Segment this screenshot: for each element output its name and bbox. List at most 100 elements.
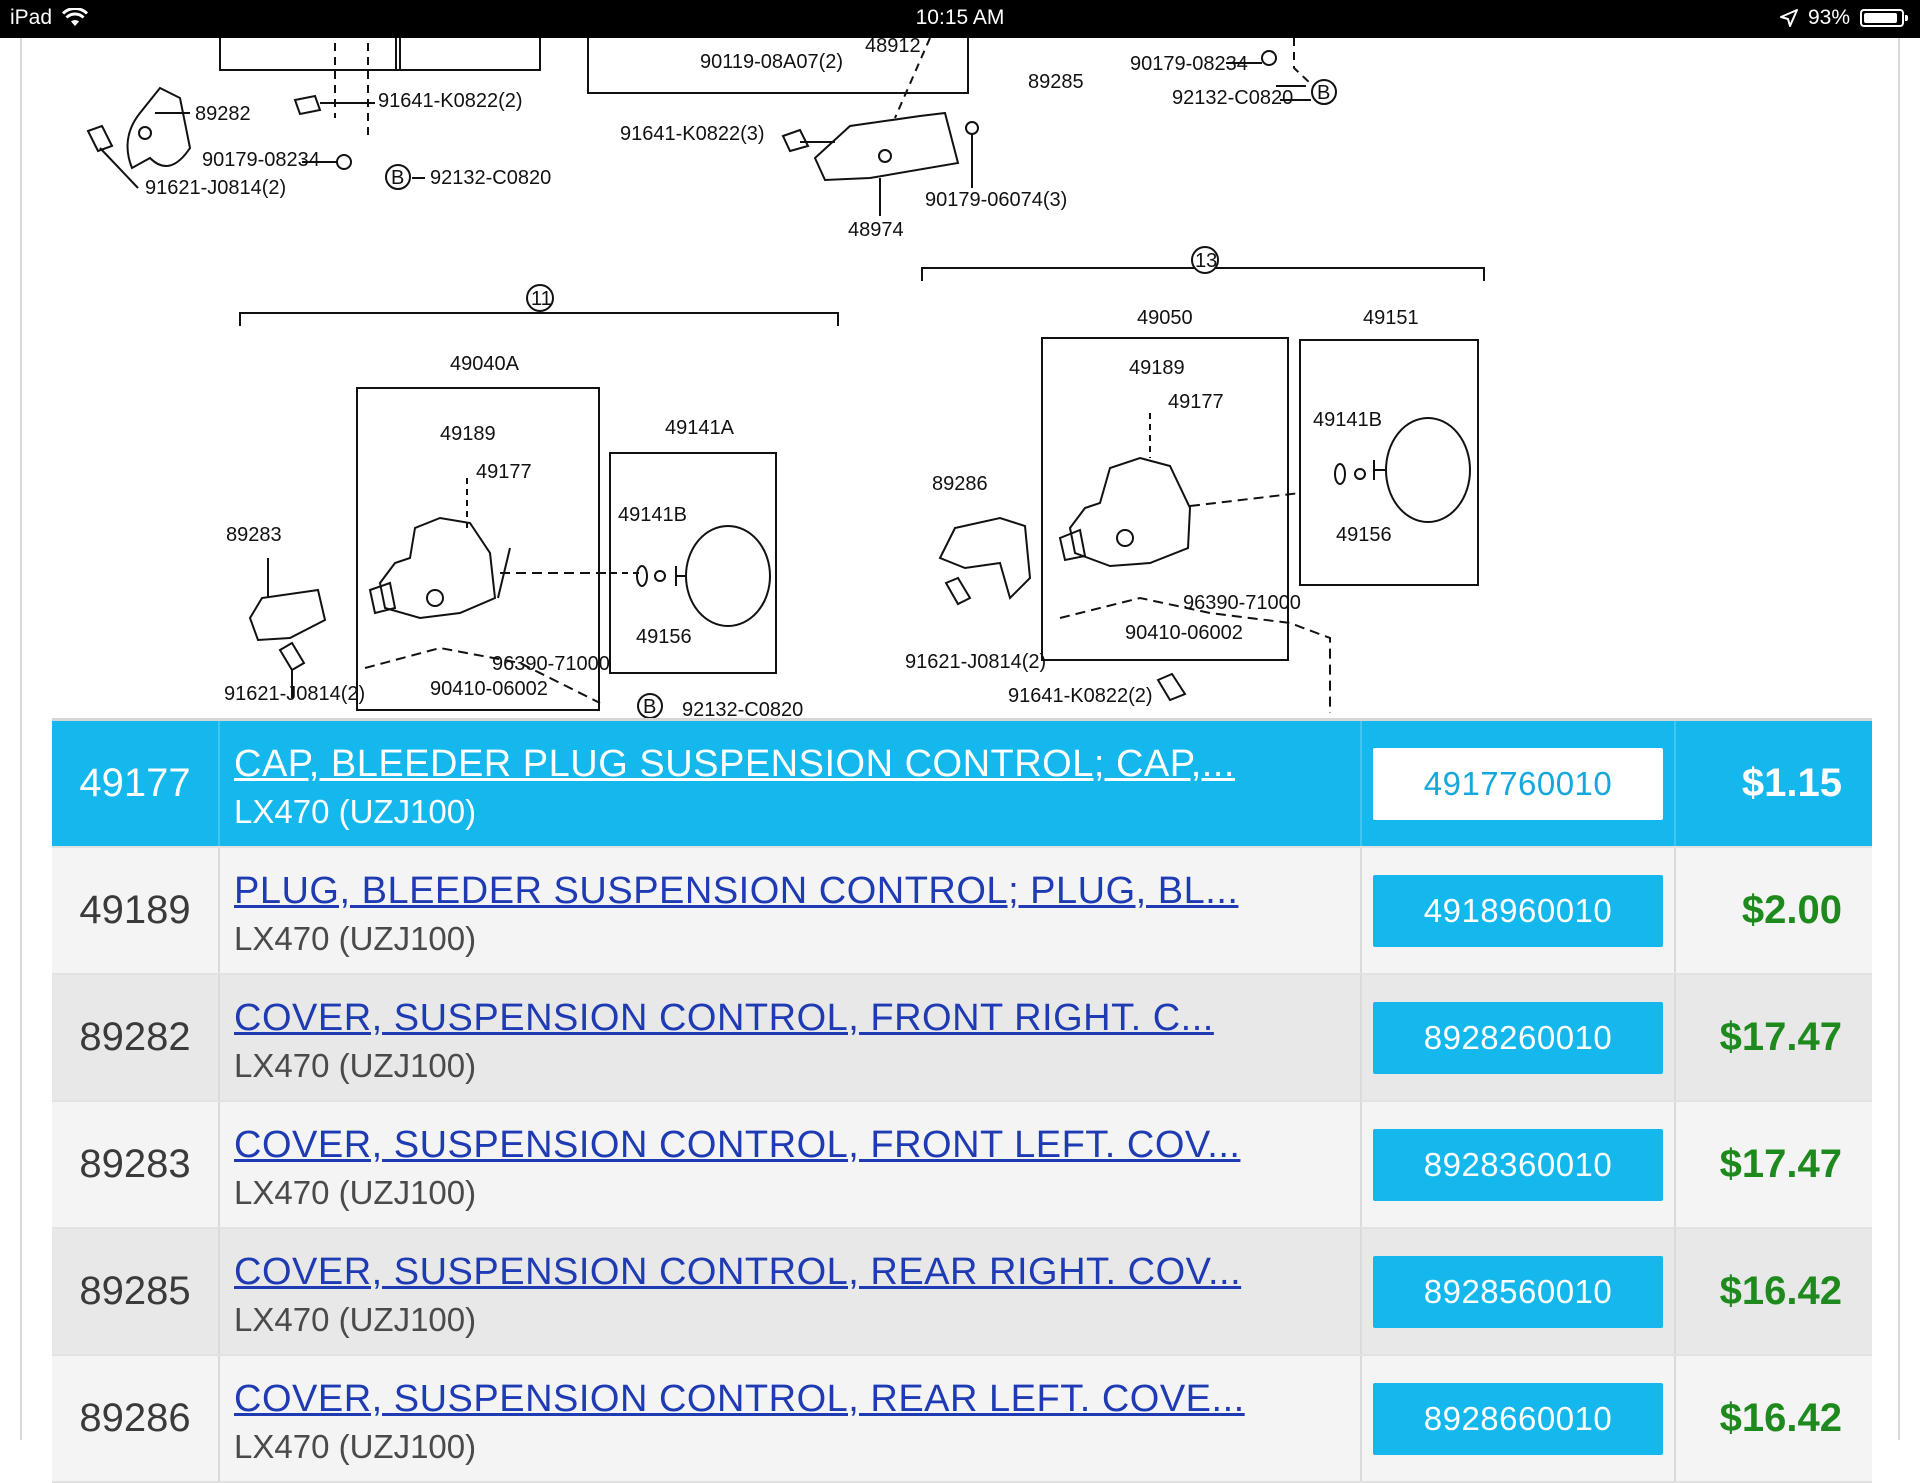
callout: 92132-C0820 (430, 167, 551, 189)
callout: 96390-71000 (492, 653, 610, 675)
battery-icon (1860, 9, 1908, 27)
callout: 49141A (665, 417, 735, 439)
callout: 92132-C0820 (682, 699, 803, 718)
callout: 49050 (1137, 307, 1193, 329)
parts-diagram: 11 13 B B B 89282 91641-K0822(2) 90179-0… (40, 35, 1880, 721)
callout: 90410-06002 (1125, 622, 1243, 644)
callout: 91641-K0822(3) (620, 123, 765, 145)
callout: 49141B (1313, 409, 1382, 431)
ref-number: 89286 (52, 1356, 220, 1481)
price: $17.47 (1719, 1015, 1842, 1059)
callout: 89283 (226, 524, 282, 546)
description-cell: COVER, SUSPENSION CONTROL, FRONT RIGHT. … (220, 975, 1362, 1100)
price: $16.42 (1719, 1396, 1842, 1440)
callout: 49156 (636, 626, 692, 648)
model-label: LX470 (UZJ100) (234, 793, 477, 830)
price: $1.15 (1741, 761, 1842, 805)
callout: 49141B (618, 504, 687, 526)
callout: 91621-J0814(2) (145, 177, 286, 199)
part-number-cell: 4917760010 (1362, 721, 1676, 846)
description-cell: COVER, SUSPENSION CONTROL, REAR RIGHT. C… (220, 1229, 1362, 1354)
table-row[interactable]: 89285 COVER, SUSPENSION CONTROL, REAR RI… (52, 1229, 1872, 1356)
table-row[interactable]: 89283 COVER, SUSPENSION CONTROL, FRONT L… (52, 1102, 1872, 1229)
callout: 89285 (1028, 71, 1084, 93)
part-title-link[interactable]: COVER, SUSPENSION CONTROL, REAR LEFT. CO… (234, 1378, 1245, 1420)
circle-letter-b: B (1317, 82, 1330, 104)
group-label-11: 11 (531, 288, 552, 310)
callout: 92132-C0820 (1172, 87, 1293, 109)
parts-table: 49177 CAP, BLEEDER PLUG SUSPENSION CONTR… (52, 718, 1872, 1483)
callout: 91621-J0814(2) (905, 651, 1046, 673)
callout: 91641-K0822(2) (378, 90, 523, 112)
part-number-cell: 8928360010 (1362, 1102, 1676, 1227)
part-title-link[interactable]: COVER, SUSPENSION CONTROL, FRONT RIGHT. … (234, 997, 1214, 1039)
callout: 90179-08234 (202, 149, 320, 171)
callout: 49177 (1168, 391, 1224, 413)
callout: 96390-71000 (1183, 592, 1301, 614)
model-label: LX470 (UZJ100) (234, 1174, 477, 1211)
model-label: LX470 (UZJ100) (234, 1428, 477, 1465)
part-number-cell: 8928660010 (1362, 1356, 1676, 1481)
callout: 91641-K0822(2) (1008, 685, 1153, 707)
table-row[interactable]: 49189 PLUG, BLEEDER SUSPENSION CONTROL; … (52, 848, 1872, 975)
price: $16.42 (1719, 1269, 1842, 1313)
part-number-button[interactable]: 8928360010 (1373, 1128, 1663, 1201)
description-cell: PLUG, BLEEDER SUSPENSION CONTROL; PLUG, … (220, 848, 1362, 973)
wifi-icon (62, 8, 89, 26)
part-title-link[interactable]: COVER, SUSPENSION CONTROL, FRONT LEFT. C… (234, 1124, 1241, 1166)
part-number-button[interactable]: 8928260010 (1373, 1001, 1663, 1074)
part-number-button[interactable]: 8928660010 (1373, 1382, 1663, 1455)
ref-number: 89282 (52, 975, 220, 1100)
callout: 89282 (195, 103, 251, 125)
group-label-13: 13 (1195, 250, 1217, 272)
part-number-cell: 4918960010 (1362, 848, 1676, 973)
callout: 49177 (476, 461, 532, 483)
callout: 49189 (1129, 357, 1185, 379)
parts-diagram-svg: 11 13 B B B 89282 91641-K0822(2) 90179-0… (86, 35, 1485, 721)
clock: 10:15 AM (915, 6, 1005, 29)
table-row[interactable]: 89286 COVER, SUSPENSION CONTROL, REAR LE… (52, 1356, 1872, 1483)
part-title-link[interactable]: COVER, SUSPENSION CONTROL, REAR RIGHT. C… (234, 1251, 1242, 1293)
ref-number: 49177 (52, 721, 220, 846)
part-title-link[interactable]: PLUG, BLEEDER SUSPENSION CONTROL; PLUG, … (234, 870, 1239, 912)
callout: 89286 (932, 473, 988, 495)
part-title-link[interactable]: CAP, BLEEDER PLUG SUSPENSION CONTROL; CA… (234, 743, 1235, 785)
price: $2.00 (1741, 888, 1842, 932)
model-label: LX470 (UZJ100) (234, 1047, 477, 1084)
ref-number: 49189 (52, 848, 220, 973)
part-number-button[interactable]: 8928560010 (1373, 1255, 1663, 1328)
price: $17.47 (1719, 1142, 1842, 1186)
part-number-cell: 8928560010 (1362, 1229, 1676, 1354)
model-label: LX470 (UZJ100) (234, 920, 477, 957)
table-row[interactable]: 89282 COVER, SUSPENSION CONTROL, FRONT R… (52, 975, 1872, 1102)
callout: 48974 (848, 219, 904, 241)
device-label: iPad (10, 6, 53, 29)
part-number-button[interactable]: 4918960010 (1373, 874, 1663, 947)
status-bar: iPad 10:15 AM 93% (0, 0, 1920, 38)
callout: 90179-06074(3) (925, 189, 1067, 211)
ref-number: 89285 (52, 1229, 220, 1354)
circle-letter-b: B (643, 696, 656, 718)
part-number-cell: 8928260010 (1362, 975, 1676, 1100)
description-cell: COVER, SUSPENSION CONTROL, REAR LEFT. CO… (220, 1356, 1362, 1481)
callout: 90119-08A07(2) (700, 51, 843, 73)
callout: 49156 (1336, 524, 1392, 546)
description-cell: COVER, SUSPENSION CONTROL, FRONT LEFT. C… (220, 1102, 1362, 1227)
callout: 90410-06002 (430, 678, 548, 700)
battery-percent: 93% (1807, 6, 1850, 29)
ref-number: 89283 (52, 1102, 220, 1227)
callout: 91621-J0814(2) (224, 683, 365, 705)
description-cell: CAP, BLEEDER PLUG SUSPENSION CONTROL; CA… (220, 721, 1362, 846)
callout: 49189 (440, 423, 496, 445)
circle-letter-b: B (391, 167, 404, 189)
callout: 49151 (1363, 307, 1419, 329)
part-number-button[interactable]: 4917760010 (1373, 747, 1663, 820)
callout: 48912 (865, 38, 921, 57)
table-row[interactable]: 49177 CAP, BLEEDER PLUG SUSPENSION CONTR… (52, 721, 1872, 848)
callout: 90179-08234 (1130, 53, 1248, 75)
page-frame (20, 38, 1900, 1440)
location-arrow-icon (1779, 9, 1798, 27)
callout: 49040A (450, 353, 520, 375)
model-label: LX470 (UZJ100) (234, 1301, 477, 1338)
battery-fill (1864, 13, 1898, 23)
